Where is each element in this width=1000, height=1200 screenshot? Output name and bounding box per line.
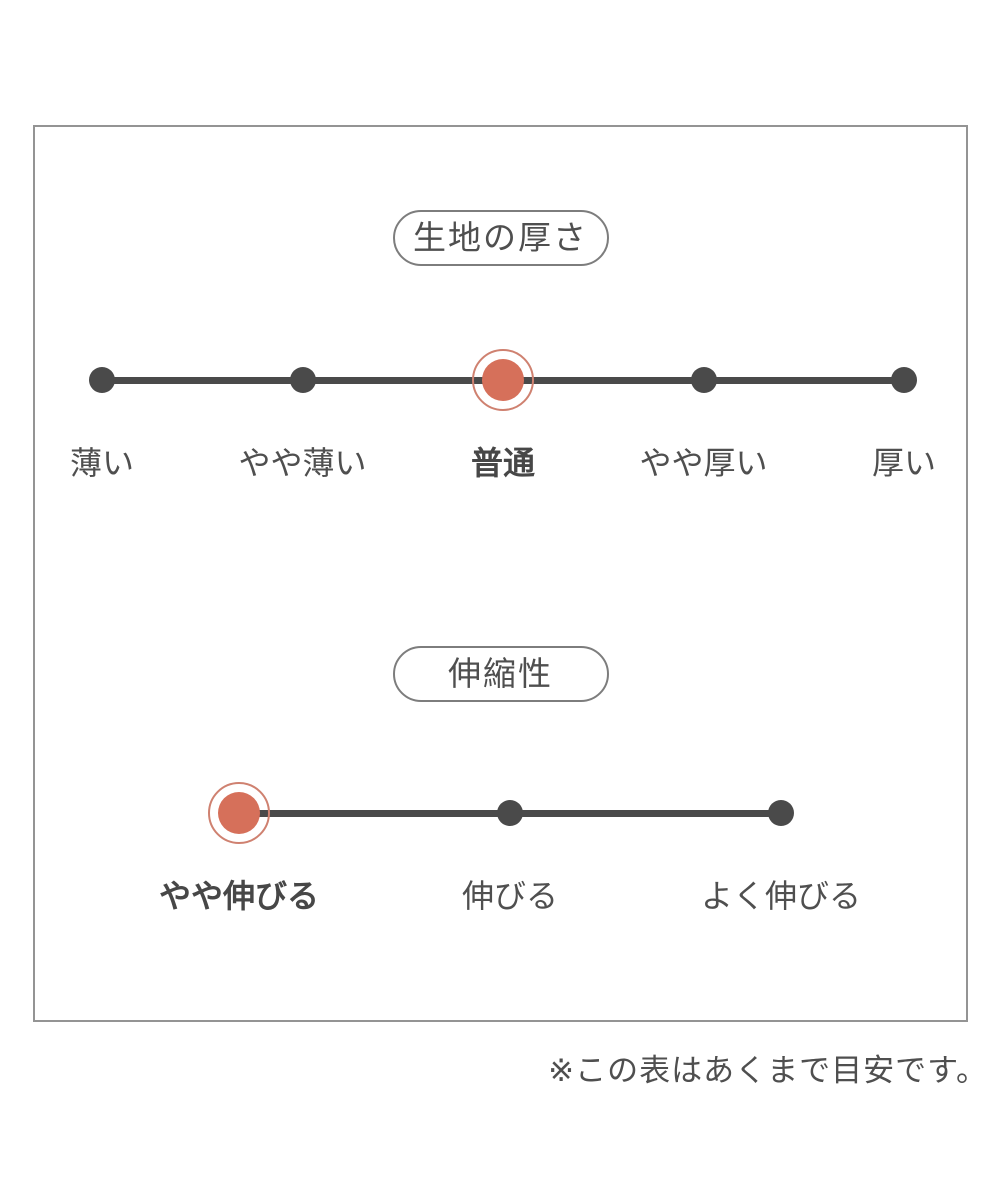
fabric-info-panel: 生地の厚さ 薄い やや薄い 普通 やや厚い 厚い 伸縮性 やや伸びる 伸びる よく伸びる [33,125,968,1022]
scale-dot [89,367,115,393]
scale-label-2: よく伸びる [700,877,862,915]
scale-label-0: 薄い [69,444,135,482]
scale-label-1: 伸びる [461,877,559,915]
scale-dot [497,800,523,826]
scale-label-2: 普通 [470,444,536,482]
stretch-title-pill: 伸縮性 [392,646,609,702]
scale-dot [289,367,316,393]
scale-dot [690,367,717,393]
scale-label-4: 厚い [871,444,937,482]
scale-label-3: やや厚い [639,444,768,482]
selected-scale-dot [482,359,524,401]
scale-dot [891,367,917,393]
disclaimer-note: ※この表はあくまで目安です。 [548,1053,988,1089]
scale-label-0: やや伸びる [158,877,320,915]
thickness-title-pill: 生地の厚さ [392,210,609,266]
scale-label-1: やや薄い [238,444,367,482]
selected-scale-dot [218,792,260,834]
scale-dot [768,800,794,826]
